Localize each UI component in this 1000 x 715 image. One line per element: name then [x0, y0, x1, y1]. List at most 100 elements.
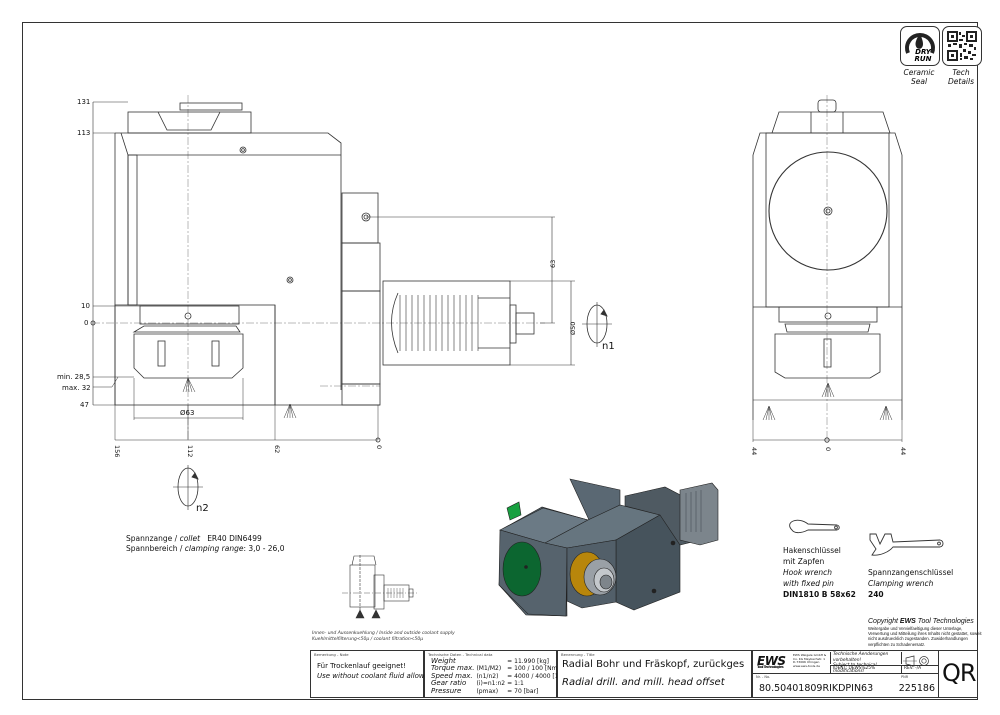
- tech-key: Weight: [431, 657, 456, 665]
- clamping-range-label-de: Spannbereich /: [126, 544, 183, 553]
- tech-value: 1:1: [514, 680, 524, 688]
- tech-param: (pmax): [476, 687, 499, 695]
- tech-value: 100 / 100 [Nm]: [514, 665, 560, 673]
- ident-field: IDENT: DEWS%25%: [830, 665, 901, 673]
- tech-value: 11.990 [kg]: [514, 658, 550, 665]
- dim-0-vertical: 0: [84, 319, 89, 327]
- drawing-sheet-border: [22, 22, 978, 700]
- tech-eq: =: [507, 680, 513, 688]
- collet-info: Spannzange / collet ER40 DIN6499 Spannbe…: [126, 534, 284, 554]
- tech-value: 70 [bar]: [514, 687, 539, 695]
- coolant-note-line2: Kuehlmittelfilterung<50µ / coolant filtr…: [312, 637, 424, 642]
- rotation-n2-label: n2: [196, 503, 209, 514]
- technical-data-box: Technische Daten - Technical data Weight…: [424, 650, 574, 698]
- qr-label-box: QR: [938, 650, 978, 698]
- tech-details-qr-badge[interactable]: [942, 26, 982, 66]
- article-caption: Nr. - No.: [756, 675, 771, 679]
- tech-row: Torque max.(M1/M2)=100 / 100 [Nm]: [431, 664, 576, 673]
- dim-max-32: max. 32: [62, 384, 91, 392]
- title-de: Radial Bohr und Fräskopf, zurückges: [562, 659, 745, 670]
- hook-wrench-icon: [789, 519, 840, 534]
- technical-data-caption: Technische Daten - Technical data: [428, 652, 493, 657]
- tech-param: (M1/M2): [476, 665, 502, 673]
- article-row: Nr. - No. 80.50401809RIKDPIN63 PNR 22518…: [753, 673, 938, 697]
- clamping-range-label-en: clamping range: [184, 544, 244, 553]
- tech-details-caption: Tech Details: [941, 68, 981, 86]
- coolant-schematic: [342, 555, 418, 619]
- tech-value: 4000 / 4000 [1/min]: [514, 672, 575, 680]
- collet-label-de: Spannzange /: [126, 534, 178, 543]
- front-view: [752, 95, 903, 443]
- revision-field: REV: -/A: [901, 665, 939, 673]
- dry-run-badge[interactable]: DRY RUN: [900, 26, 940, 66]
- dry-run-text-1: DRY: [915, 48, 932, 56]
- tech-eq: =: [507, 672, 513, 680]
- dim-min-28-5: min. 28,5: [57, 373, 91, 381]
- tech-eq: =: [507, 665, 513, 673]
- drawing-number-caption: PNR: [901, 675, 909, 679]
- company-address: EWS Weigele GmbH & Co. KG Maybachstr. 1 …: [793, 653, 827, 668]
- dim-44-left: 44: [750, 447, 758, 456]
- tech-row: Gear ratio (i)=n1:n2=1:1: [431, 679, 576, 688]
- dim-diameter-50: Ø50: [569, 321, 577, 335]
- title-caption: Benennung - Title: [561, 652, 595, 657]
- tech-row: Speed max.(n1/n2) =4000 / 4000 [1/min]: [431, 671, 576, 680]
- hook-wrench-info: Hakenschlüssel mit Zapfen Hook wrench wi…: [783, 545, 856, 600]
- dim-62: 62: [273, 445, 281, 454]
- clamping-range-value: : 3,0 - 26,0: [243, 544, 285, 553]
- dry-run-caption-line1: Ceramic: [903, 68, 935, 77]
- dry-run-text-2: RUN: [915, 55, 932, 63]
- notice-de: Technische Aenderungen vorbehalten!: [833, 652, 889, 663]
- tech-row: Weight =11.990 [kg]: [431, 657, 576, 665]
- hook-wrench-spec: DIN1810 B 58x62: [783, 590, 856, 599]
- dim-47: 47: [80, 401, 89, 409]
- dry-run-icon: DRY RUN: [905, 33, 935, 63]
- copyright-body: Weitergabe und Vervielfaeltigung dieser …: [868, 626, 982, 647]
- clamping-wrench-en: Clamping wrench: [868, 579, 934, 588]
- qr-code-icon: [947, 31, 977, 61]
- tech-key: Speed max.: [431, 671, 473, 680]
- dim-131: 131: [77, 98, 91, 106]
- hook-wrench-en-2: with fixed pin: [783, 579, 834, 588]
- copyright-brand: EWS: [899, 618, 916, 625]
- clamping-wrench-spec: 240: [868, 590, 884, 599]
- shank-thread: [399, 295, 479, 351]
- tech-key: Gear ratio: [431, 679, 467, 688]
- tech-param: (n1/n2): [476, 672, 499, 680]
- side-view: [90, 95, 612, 510]
- rotation-n1-icon: [582, 302, 612, 347]
- hook-wrench-de-2: mit Zapfen: [783, 557, 825, 566]
- dry-run-caption: Ceramic Seal: [899, 68, 939, 86]
- dim-10: 10: [81, 302, 90, 310]
- dim-diameter-63: Ø63: [180, 409, 195, 417]
- hook-wrench-en-1: Hook wrench: [783, 568, 833, 577]
- remark-de: Für Trockenlauf geeignet!: [317, 662, 406, 670]
- dim-0-front: 0: [824, 447, 832, 452]
- tech-row: Pressure (pmax) =70 [bar]: [431, 686, 576, 695]
- copyright-suffix: Tool Technologies: [915, 618, 974, 625]
- coolant-spray-icon: [182, 377, 297, 419]
- copyright-prefix: Copyright: [868, 618, 900, 625]
- dim-44-right: 44: [899, 447, 907, 456]
- coolant-spray-icon: [762, 382, 893, 421]
- coolant-note: Innen- und Aussenkuehlung / Inside and o…: [312, 631, 455, 643]
- remark-box: Bemerkung - Note Für Trockenlauf geeigne…: [310, 650, 436, 698]
- title-box: Benennung - Title Radial Bohr und Fräsko…: [557, 650, 752, 698]
- clamping-wrench-info: Spannzangenschlüssel Clamping wrench 240: [868, 567, 953, 600]
- rotation-n1-label: n1: [602, 341, 615, 352]
- dim-112: 112: [186, 445, 194, 458]
- coolant-note-line1: Innen- und Aussenkuehlung / Inside and o…: [312, 631, 455, 636]
- clamping-wrench-de: Spannzangenschlüssel: [868, 568, 954, 577]
- tech-eq: =: [507, 687, 513, 695]
- dim-156: 156: [113, 445, 121, 458]
- drawing-number: 225186: [898, 683, 935, 694]
- clamping-wrench-icon: [869, 533, 944, 556]
- tech-param: [476, 658, 507, 665]
- tech-eq: =: [507, 658, 513, 665]
- tech-param: (i)=n1:n2: [476, 680, 506, 688]
- qr-label: QR: [942, 659, 977, 687]
- tech-key: Pressure: [431, 686, 462, 695]
- hook-wrench-de-1: Hakenschlüssel: [783, 546, 841, 555]
